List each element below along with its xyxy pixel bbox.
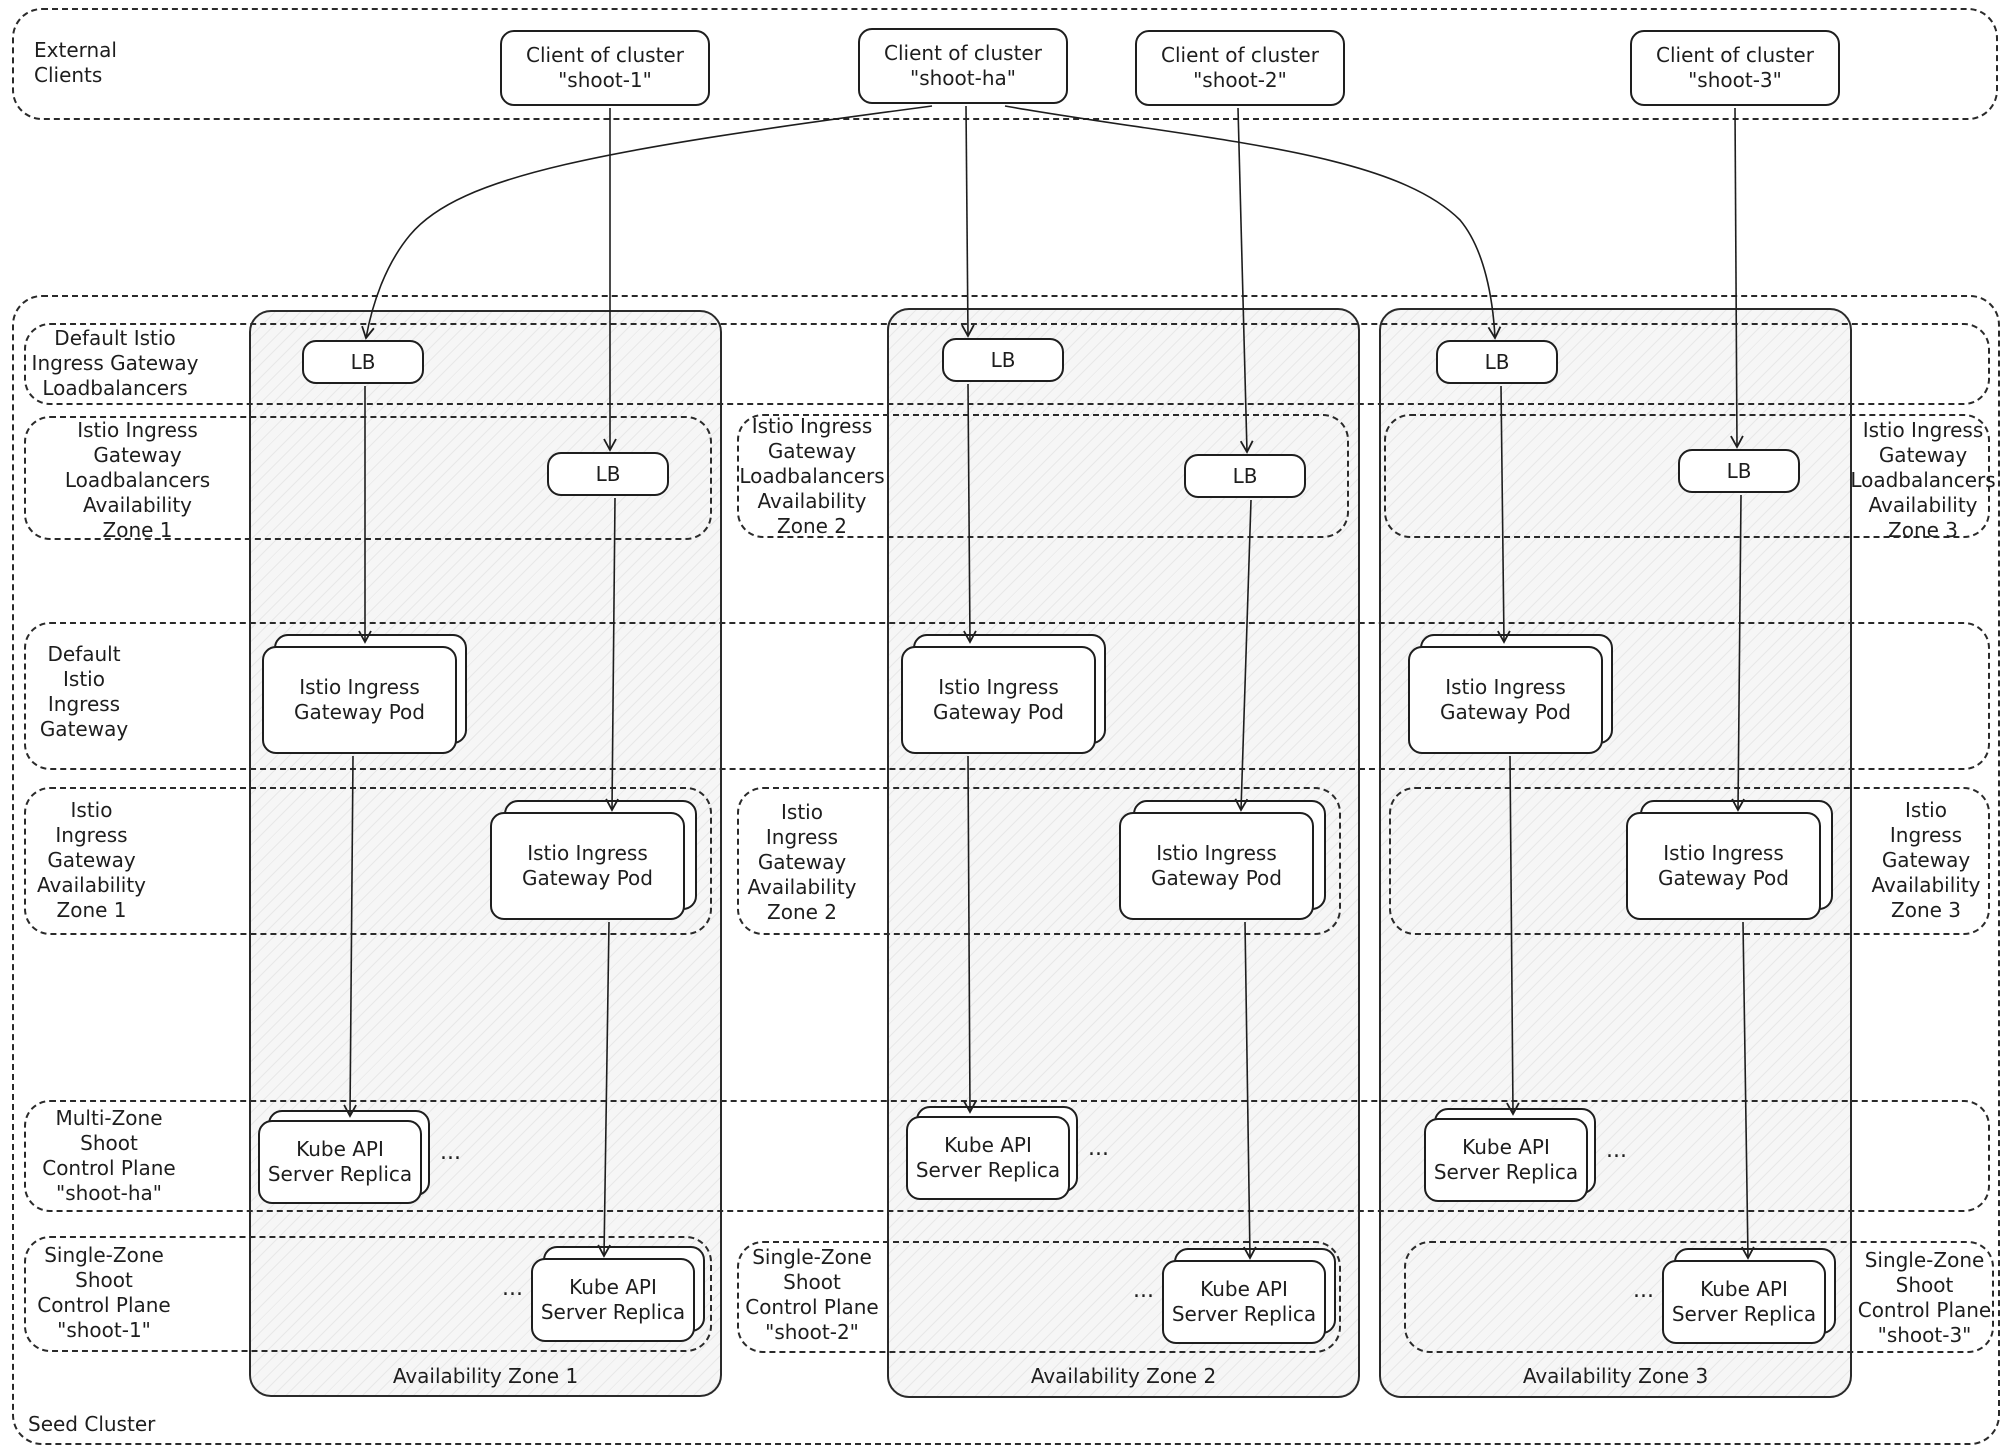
arrow-zonal-pod-zone-2-to-api — [1243, 921, 1257, 1260]
default-gateway-pod-zone-3: Istio Ingress Gateway Pod — [1408, 646, 1603, 754]
zonal-lb-row-zone-1-label: Istio Ingress Gateway Loadbalancers Avai… — [64, 418, 211, 542]
arrow-shoot-2-to-zonal-lb-zone-2 — [1237, 107, 1254, 454]
zonal-gateway-row-zone-3 — [1389, 787, 1990, 935]
zonal-gateway-pod-zone-3: Istio Ingress Gateway Pod — [1626, 812, 1821, 920]
single-zone-control-plane-shoot-2-label: Single-Zone Shoot Control Plane "shoot-2… — [745, 1245, 879, 1344]
arrow-shoot-ha-to-default-lb-zone-3 — [1004, 105, 1502, 340]
single-zone-api-replica-shoot-2: Kube API Server Replica — [1162, 1260, 1326, 1344]
multi-zone-api-replica-zone-3-more: ... — [1606, 1138, 1627, 1163]
zonal-lb-row-zone-3-label: Istio Ingress Gateway Loadbalancers Avai… — [1850, 418, 1996, 542]
single-zone-api-replica-shoot-3-more: ... — [1633, 1278, 1654, 1303]
arrow-default-lb-zone-2-to-pod — [963, 383, 977, 644]
default-lb-zone-3: LB — [1436, 340, 1558, 384]
arrow-zonal-pod-zone-3-to-api — [1741, 921, 1755, 1260]
single-zone-control-plane-shoot-2-row — [737, 1241, 1341, 1353]
zonal-lb-zone-3: LB — [1678, 449, 1800, 493]
zonal-gateway-row-zone-2 — [737, 787, 1341, 935]
zonal-lb-zone-1: LB — [547, 452, 669, 496]
multi-zone-api-replica-zone-1-more: ... — [440, 1140, 461, 1165]
default-lb-zone-1: LB — [302, 340, 424, 384]
client-shoot-3-box: Client of cluster "shoot-3" — [1630, 30, 1840, 106]
zonal-gateway-pod-zone-1: Istio Ingress Gateway Pod — [490, 812, 685, 920]
zonal-lb-row-zone-2 — [737, 414, 1349, 538]
zonal-gateway-row-zone-1 — [24, 787, 712, 935]
client-shoot-ha-box: Client of cluster "shoot-ha" — [858, 28, 1068, 104]
arrow-default-pod-zone-2-to-api — [963, 755, 977, 1114]
default-gateway-pod-zone-1: Istio Ingress Gateway Pod — [262, 646, 457, 754]
single-zone-api-replica-shoot-1-more: ... — [502, 1276, 523, 1301]
single-zone-api-replica-shoot-3: Kube API Server Replica — [1662, 1260, 1826, 1344]
default-lb-row — [24, 323, 1990, 405]
arrow-zonal-lb-zone-1-to-pod — [605, 497, 619, 812]
zonal-lb-zone-2: LB — [1184, 454, 1306, 498]
default-gateway-row-label: Default Istio Ingress Gateway — [39, 642, 129, 741]
arrow-default-pod-zone-1-to-api — [343, 755, 357, 1118]
zonal-gateway-pod-zone-2: Istio Ingress Gateway Pod — [1119, 812, 1314, 920]
default-gateway-row — [24, 622, 1990, 770]
arrow-shoot-3-to-zonal-lb-zone-3 — [1730, 107, 1744, 449]
seed-cluster-region — [12, 295, 2000, 1445]
client-shoot-2-box: Client of cluster "shoot-2" — [1135, 30, 1345, 106]
arrow-zonal-pod-zone-1-to-api — [597, 921, 611, 1258]
single-zone-control-plane-shoot-3-row — [1404, 1241, 1994, 1353]
single-zone-control-plane-shoot-1-row — [24, 1236, 712, 1352]
arrow-zonal-lb-zone-3-to-pod — [1731, 494, 1745, 812]
multi-zone-control-plane-label: Multi-Zone Shoot Control Plane "shoot-ha… — [42, 1106, 176, 1205]
availability-zone-3-label: Availability Zone 3 — [1522, 1364, 1709, 1388]
availability-zone-1-label: Availability Zone 1 — [392, 1364, 579, 1388]
zonal-gateway-row-zone-2-label: Istio Ingress Gateway Availability Zone … — [747, 800, 857, 924]
zonal-gateway-row-zone-1-label: Istio Ingress Gateway Availability Zone … — [36, 798, 146, 922]
zonal-gateway-row-zone-3-label: Istio Ingress Gateway Availability Zone … — [1871, 798, 1981, 922]
single-zone-api-replica-shoot-2-more: ... — [1133, 1278, 1154, 1303]
availability-zone-2-label: Availability Zone 2 — [1030, 1364, 1217, 1388]
arrow-default-pod-zone-3-to-api — [1506, 755, 1520, 1116]
external-clients-region — [12, 8, 1998, 120]
multi-zone-api-replica-zone-3: Kube API Server Replica — [1424, 1118, 1588, 1202]
default-lb-row-label: Default Istio Ingress Gateway Loadbalanc… — [31, 326, 199, 400]
client-shoot-1-box: Client of cluster "shoot-1" — [500, 30, 710, 106]
zonal-lb-row-zone-1 — [24, 416, 712, 540]
arrow-zonal-lb-zone-2-to-pod — [1234, 499, 1252, 812]
single-zone-control-plane-shoot-1-label: Single-Zone Shoot Control Plane "shoot-1… — [37, 1243, 171, 1342]
single-zone-control-plane-shoot-3-label: Single-Zone Shoot Control Plane "shoot-3… — [1857, 1248, 1992, 1347]
external-clients-label: External Clients — [34, 38, 117, 87]
multi-zone-api-replica-zone-1: Kube API Server Replica — [258, 1120, 422, 1204]
default-lb-zone-2: LB — [942, 338, 1064, 382]
zonal-lb-row-zone-3 — [1384, 414, 1990, 538]
arrow-shoot-ha-to-default-lb-zone-2 — [961, 105, 975, 338]
zonal-lb-row-zone-2-label: Istio Ingress Gateway Loadbalancers Avai… — [739, 414, 885, 538]
arrow-default-lb-zone-3-to-pod — [1497, 385, 1511, 644]
seed-cluster-label: Seed Cluster — [28, 1412, 156, 1436]
multi-zone-control-plane-row — [24, 1100, 1990, 1212]
arrow-shoot-ha-to-default-lb-zone-1 — [361, 105, 933, 340]
multi-zone-api-replica-zone-2-more: ... — [1088, 1136, 1109, 1161]
single-zone-api-replica-shoot-1: Kube API Server Replica — [531, 1258, 695, 1342]
default-gateway-pod-zone-2: Istio Ingress Gateway Pod — [901, 646, 1096, 754]
multi-zone-api-replica-zone-2: Kube API Server Replica — [906, 1116, 1070, 1200]
